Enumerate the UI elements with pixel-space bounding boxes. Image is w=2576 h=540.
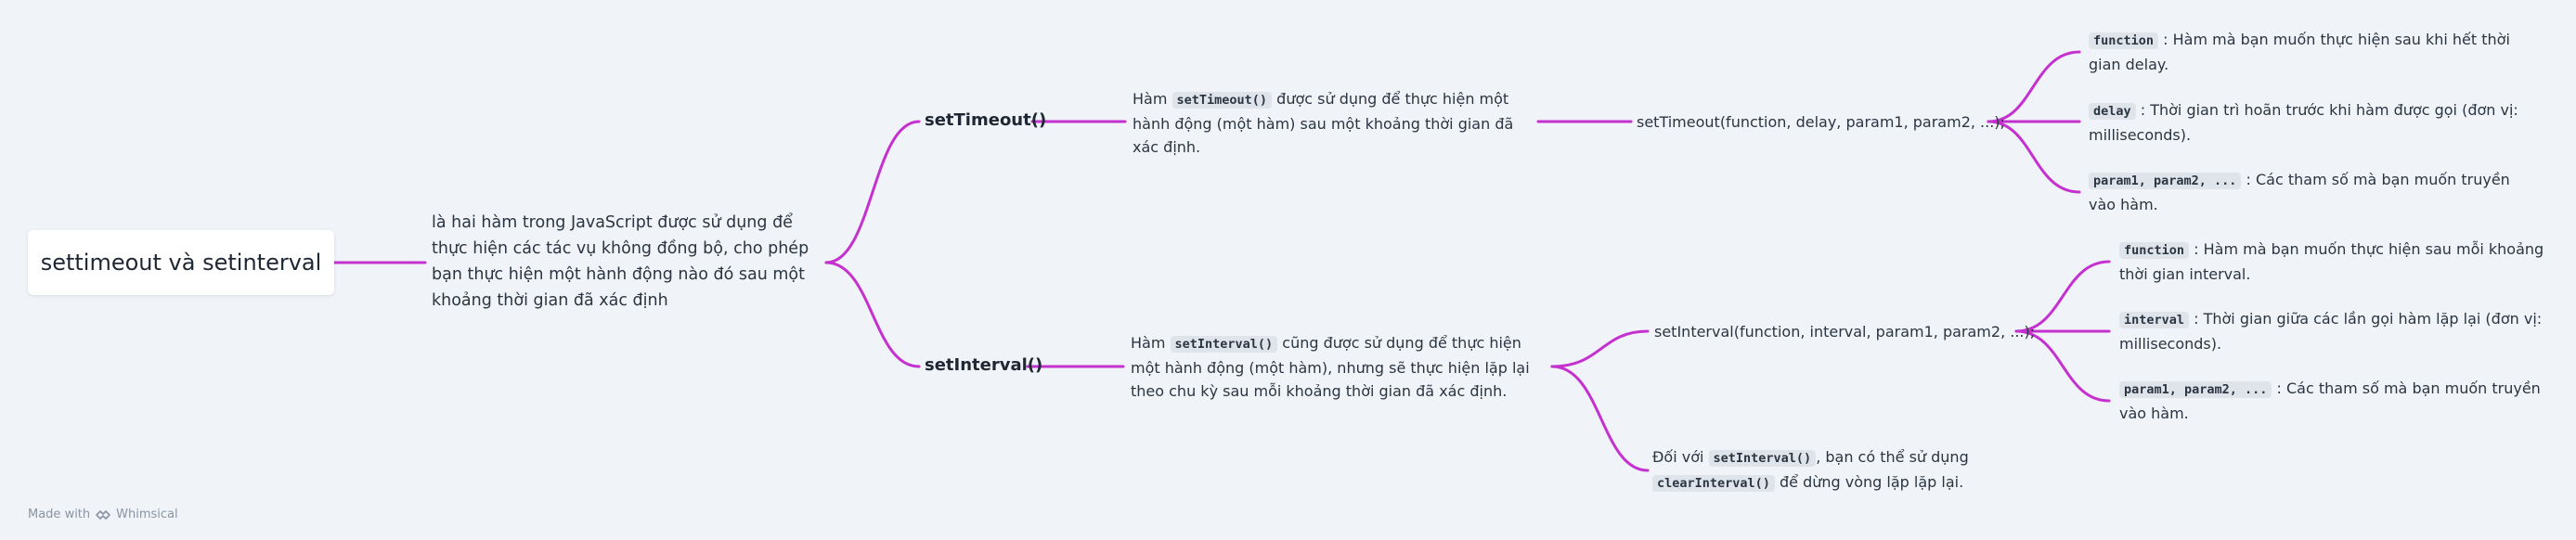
st-param-delay-code: delay [2089, 103, 2136, 120]
whimsical-brand: Whimsical [116, 508, 178, 521]
st-desc-suffix: được sử dụng để thực hiện một hành động … [1133, 90, 1514, 156]
edge-st-syntax-p1 [1987, 50, 2081, 123]
clear-prefix: Đối với [1652, 448, 1704, 466]
si-param-rest-code: param1, param2, ... [2119, 381, 2272, 398]
si-param-function-text: : Hàm mà bạn muốn thực hiện sau mỗi khoả… [2119, 240, 2544, 283]
edge-desc-settimeout [824, 120, 921, 264]
si-param-interval-node[interactable]: interval : Thời gian giữa các lần gọi hà… [2119, 307, 2556, 355]
root-label: settimeout và setinterval [40, 250, 322, 276]
st-param-rest-text: : Các tham số mà bạn muốn truyền vào hàm… [2089, 171, 2510, 213]
description-text: là hai hàm trong JavaScript được sử dụng… [432, 213, 809, 310]
made-with-footer[interactable]: Made with Whimsical [28, 508, 178, 521]
st-param-rest-node[interactable]: param1, param2, ... : Các tham số mà bạn… [2089, 168, 2525, 216]
st-param-rest-code: param1, param2, ... [2089, 173, 2242, 189]
edge-desc-setinterval [824, 261, 921, 368]
st-desc-prefix: Hàm [1133, 90, 1168, 108]
made-with-label: Made with [28, 508, 91, 521]
settimeout-description-node[interactable]: Hàm setTimeout() được sử dụng để thực hi… [1133, 87, 1536, 159]
si-param-interval-text: : Thời gian giữa các lần gọi hàm lặp lại… [2119, 310, 2543, 353]
root-node[interactable]: settimeout và setinterval [28, 230, 334, 295]
st-desc-code: setTimeout() [1171, 92, 1273, 109]
si-param-function-code: function [2119, 242, 2190, 259]
description-node[interactable]: là hai hàm trong JavaScript được sử dụng… [432, 210, 831, 314]
si-desc-prefix: Hàm [1131, 334, 1166, 352]
st-param-function-code: function [2089, 32, 2159, 49]
si-desc-suffix: cũng được sử dụng để thực hiện một hành … [1131, 334, 1530, 400]
si-desc-code: setInterval() [1170, 336, 1278, 353]
edge-si-syntax-p3 [2014, 329, 2111, 403]
st-param-delay-node[interactable]: delay : Thời gian trì hoãn trước khi hàm… [2089, 98, 2525, 147]
edge-si-syntax-p1 [2014, 260, 2111, 333]
settimeout-label: setTimeout() [925, 110, 1047, 130]
si-param-function-node[interactable]: function : Hàm mà bạn muốn thực hiện sau… [2119, 238, 2556, 286]
settimeout-syntax: setTimeout(function, delay, param1, para… [1637, 113, 2005, 131]
si-param-rest-text: : Các tham số mà bạn muốn truyền vào hàm… [2119, 379, 2541, 422]
si-param-interval-code: interval [2119, 312, 2190, 328]
clear-interval-node[interactable]: Đối với setInterval(), bạn có thể sử dụn… [1652, 445, 2024, 495]
edge-si-desc-clear [1550, 365, 1650, 472]
setinterval-syntax: setInterval(function, interval, param1, … [1654, 323, 2036, 341]
settimeout-node[interactable]: setTimeout() [925, 110, 1046, 130]
setinterval-description-node[interactable]: Hàm setInterval() cũng được sử dụng để t… [1131, 331, 1553, 403]
clear-middle: , bạn có thể sử dụng [1816, 448, 1969, 466]
setinterval-syntax-node[interactable]: setInterval(function, interval, param1, … [1654, 320, 2035, 343]
settimeout-syntax-node[interactable]: setTimeout(function, delay, param1, para… [1637, 110, 2005, 134]
setinterval-node[interactable]: setInterval() [925, 355, 1042, 375]
edge-st-syntax-p3 [1987, 120, 2081, 194]
st-param-delay-text: : Thời gian trì hoãn trước khi hàm được … [2089, 101, 2518, 144]
st-param-function-node[interactable]: function : Hàm mà bạn muốn thực hiện sau… [2089, 28, 2525, 76]
st-param-function-text: : Hàm mà bạn muốn thực hiện sau khi hết … [2089, 31, 2510, 73]
setinterval-label: setInterval() [925, 355, 1043, 375]
whimsical-logo-icon [96, 509, 110, 520]
clear-code-clearinterval: clearInterval() [1652, 475, 1775, 492]
edge-si-desc-syntax [1550, 329, 1650, 368]
clear-suffix: để dừng vòng lặp lặp lại. [1780, 473, 1964, 491]
si-param-rest-node[interactable]: param1, param2, ... : Các tham số mà bạn… [2119, 377, 2556, 425]
clear-code-setinterval: setInterval() [1708, 450, 1817, 467]
